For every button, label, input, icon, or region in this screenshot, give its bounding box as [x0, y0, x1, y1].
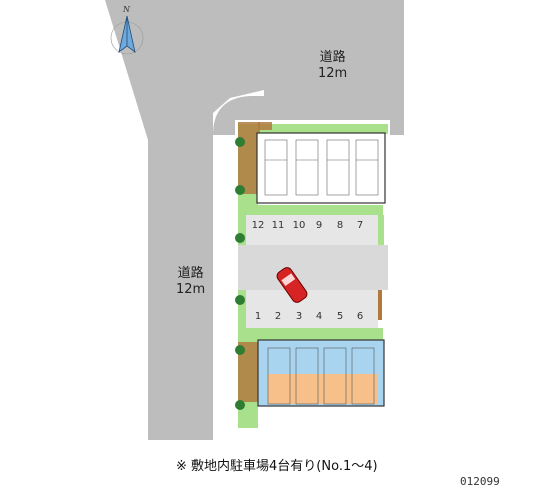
road-label-top: 道路 12m: [318, 50, 347, 82]
parking-driveway: [238, 245, 388, 290]
parking-slot-number: 2: [274, 311, 282, 322]
parking-slot-number: 9: [315, 220, 323, 231]
parking-slot-number: 10: [292, 220, 306, 231]
tree-icon: [235, 400, 245, 410]
parking-slot-number: 11: [271, 220, 285, 231]
parking-slot-number: 12: [251, 220, 265, 231]
parking-slot-number: 5: [336, 311, 344, 322]
road-left: [105, 0, 264, 440]
parking-slot-number: 4: [315, 311, 323, 322]
grass-side-lower: [238, 290, 246, 330]
parking-slot-number: 3: [295, 311, 303, 322]
property-code: 012099: [460, 475, 500, 488]
building-upper: [256, 132, 386, 204]
tree-icon: [235, 233, 245, 243]
grass-side-upper: [238, 215, 246, 245]
parking-slot-number: 6: [356, 311, 364, 322]
hedge-bottom-left: [238, 342, 260, 402]
parking-note: ※ 敷地内駐車場4台有り(No.1〜4): [176, 459, 378, 474]
tree-icon: [235, 185, 245, 195]
road-label-left: 道路 12m: [176, 266, 205, 298]
parking-slot-number: 7: [356, 220, 364, 231]
hedge-top-strip: [258, 122, 272, 130]
parking-slot-number: 1: [254, 311, 262, 322]
tree-icon: [235, 295, 245, 305]
road-name: 道路: [319, 50, 346, 65]
road-width: 12m: [176, 282, 206, 297]
building-lower-orange: [268, 374, 378, 404]
compass-label: N: [123, 5, 130, 14]
grass-top: [248, 124, 388, 134]
grass-mid-lower: [238, 328, 383, 340]
grass-mid-upper: [238, 205, 383, 215]
car-icon: [276, 267, 308, 303]
road-name: 道路: [177, 266, 204, 281]
road-width: 12m: [318, 66, 348, 81]
north-arrow-icon: [110, 15, 144, 55]
road-top: [264, 0, 404, 135]
grass-right-upper: [376, 215, 384, 245]
building-upper-units: [264, 139, 379, 196]
parking-slot-number: 8: [336, 220, 344, 231]
tree-icon: [235, 137, 245, 147]
building-lower-units: [267, 347, 375, 405]
tree-icon: [235, 345, 245, 355]
